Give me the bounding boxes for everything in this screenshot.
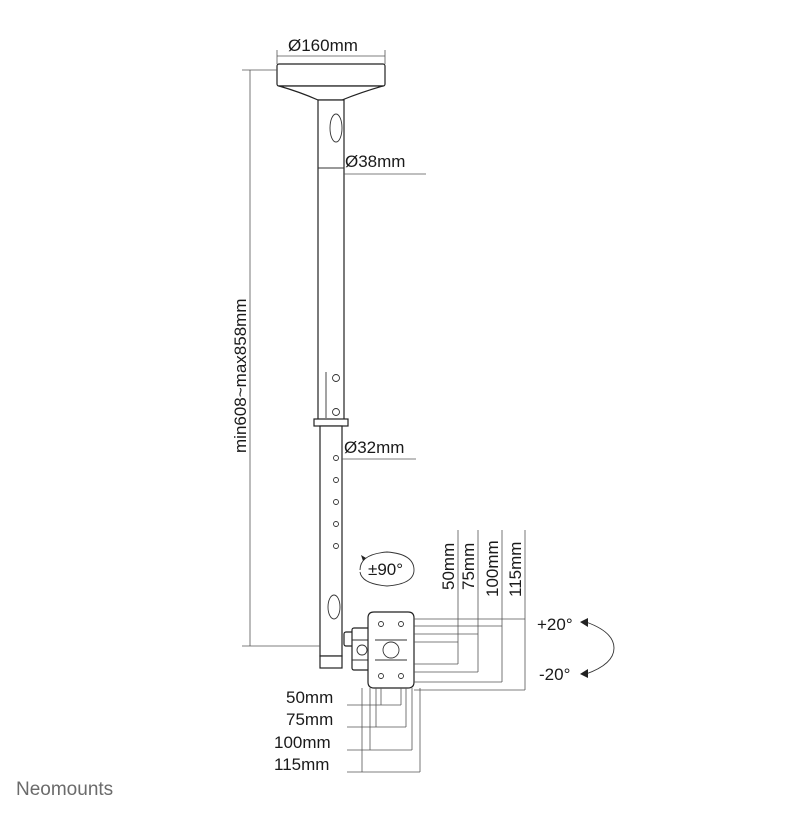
lower-pole-diameter-label: Ø32mm <box>344 438 404 457</box>
swivel-label: ±90° <box>368 560 403 579</box>
brand-logo: Neomounts <box>16 779 113 800</box>
tilt-down-label: -20° <box>539 665 570 684</box>
vesa-vertical-label-75: 75mm <box>459 543 478 590</box>
vesa-horizontal-label-75: 75mm <box>286 710 333 729</box>
swivel-icon <box>359 551 415 587</box>
vesa-horizontal-label-100: 100mm <box>274 733 331 752</box>
upper-pole <box>317 99 345 423</box>
base-diameter-dimension <box>276 50 386 64</box>
lower-pole <box>319 425 343 669</box>
vesa-horizontal-dimensions <box>347 688 421 773</box>
height-dimension <box>242 69 320 647</box>
base-diameter-label: Ø160mm <box>288 36 358 55</box>
upper-pole-diameter-label: Ø38mm <box>345 152 405 171</box>
vesa-plate <box>367 611 415 689</box>
tilt-up-label: +20° <box>537 615 573 634</box>
vesa-vertical-label-100: 100mm <box>483 540 502 597</box>
tilt-bracket <box>343 627 373 671</box>
vesa-horizontal-label-50: 50mm <box>286 688 333 707</box>
tilt-icon <box>580 618 615 678</box>
vesa-horizontal-label-115: 115mm <box>274 755 329 774</box>
ceiling-plate <box>276 63 386 101</box>
vesa-vertical-label-50: 50mm <box>439 543 458 590</box>
height-range-label: min608~max858mm <box>231 299 250 454</box>
pole-collar <box>313 418 349 427</box>
vesa-vertical-dimensions <box>414 530 526 691</box>
vesa-vertical-label-115: 115mm <box>506 542 525 597</box>
